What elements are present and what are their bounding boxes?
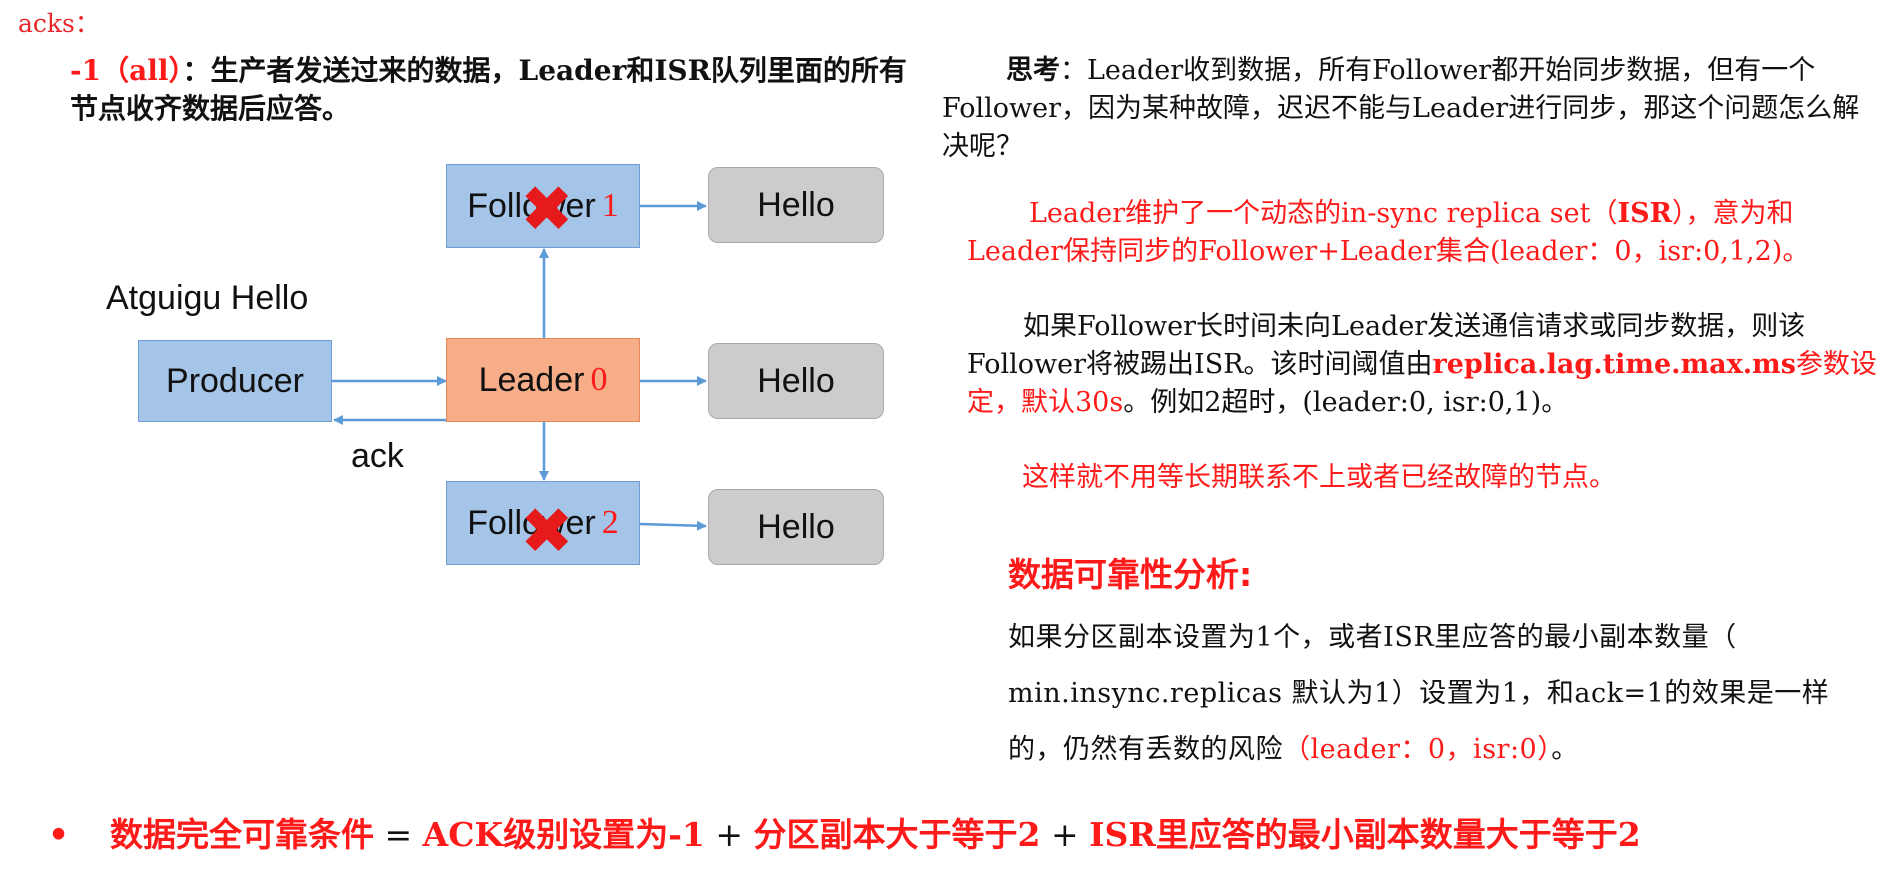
think-paragraph: 思考：Leader收到数据，所有Follower都开始同步数据，但有一个Foll… — [942, 52, 1877, 166]
follower1-failed-x-icon: ✖ — [520, 173, 574, 247]
condition-equals: = — [374, 815, 423, 854]
follower1-label: Follower — [467, 186, 596, 225]
producer-message-label: Atguigu Hello — [106, 279, 309, 317]
timeout-text-a: 如果Follower长时间未向Leader发送通信请求或同步数据，则该Follo… — [967, 311, 1806, 380]
hello-box-follower2: Hello — [708, 489, 884, 565]
follower2-id: 2 — [601, 504, 619, 541]
acks-label: acks： — [18, 9, 100, 38]
follower1-id: 1 — [601, 187, 619, 224]
follower2-label: Follower — [467, 503, 596, 542]
leader-id: 0 — [590, 361, 608, 398]
reliability-end: 。 — [1551, 734, 1579, 765]
timeout-paragraph: 如果Follower长时间未向Leader发送通信请求或同步数据，则该Follo… — [967, 308, 1877, 422]
hello-box-follower1: Hello — [708, 167, 884, 243]
no-wait-note: 这样就不用等长期联系不上或者已经故障的节点。 — [1022, 462, 1616, 493]
producer-node: Producer — [138, 340, 332, 422]
condition-title: 数据完全可靠条件 — [110, 815, 374, 854]
hello-label: Hello — [757, 507, 835, 546]
ack-label: ack — [351, 437, 404, 475]
producer-label: Producer — [166, 361, 304, 400]
bullet-icon: • — [48, 815, 70, 854]
hello-box-leader: Hello — [708, 343, 884, 419]
full-reliability-condition: • 数据完全可靠条件 = ACK级别设置为-1 + 分区副本大于等于2 + ISR… — [48, 808, 1641, 856]
think-label: 思考 — [1006, 55, 1060, 86]
hello-label: Hello — [757, 185, 835, 224]
reliability-text: 如果分区副本设置为1个，或者ISR里应答的最小副本数量（ min.insync.… — [1008, 622, 1830, 765]
timeout-example: 。例如2超时，(leader:0, isr:0,1)。 — [1123, 387, 1569, 418]
isr-def-isr: ISR — [1617, 198, 1673, 229]
hello-label: Hello — [757, 361, 835, 400]
arrow-follower2-hello — [639, 520, 707, 531]
condition-replicas: 分区副本大于等于2 — [753, 815, 1041, 854]
leader-label: Leader — [478, 360, 585, 399]
reliability-paragraph: 如果分区副本设置为1个，或者ISR里应答的最小副本数量（ min.insync.… — [1008, 610, 1878, 778]
diagram-arrows — [332, 201, 707, 531]
isr-definition-paragraph: Leader维护了一个动态的in-sync replica set（ISR），意… — [967, 195, 1877, 271]
acks-all-value: -1（all） — [70, 54, 183, 87]
condition-ack: ACK级别设置为-1 — [422, 815, 705, 854]
isr-def-text-c: ），意为和Leader保持同步的Follower+Leader集合(leader… — [967, 198, 1810, 267]
isr-def-text-a: Leader维护了一个动态的in-sync replica set（ — [1029, 198, 1618, 229]
condition-min-insync: ISR里应答的最小副本数量大于等于2 — [1089, 815, 1641, 854]
acks-all-heading: -1（all）：生产者发送过来的数据，Leader和ISR队列里面的所有节点收齐… — [70, 52, 910, 128]
timeout-param-default: 参数设定，默认30s — [967, 349, 1877, 418]
condition-plus: + — [1040, 815, 1090, 854]
reliability-example: （leader：0，isr:0） — [1283, 734, 1552, 765]
follower2-failed-x-icon: ✖ — [520, 495, 574, 569]
acks-all-description: ：生产者发送过来的数据，Leader和ISR队列里面的所有节点收齐数据后应答。 — [70, 54, 907, 125]
reliability-title: 数据可靠性分析: — [1008, 555, 1253, 594]
think-text: ：Leader收到数据，所有Follower都开始同步数据，但有一个Follow… — [942, 55, 1860, 162]
timeout-param-name: replica.lag.time.max.ms — [1432, 349, 1796, 380]
condition-plus: + — [704, 815, 754, 854]
